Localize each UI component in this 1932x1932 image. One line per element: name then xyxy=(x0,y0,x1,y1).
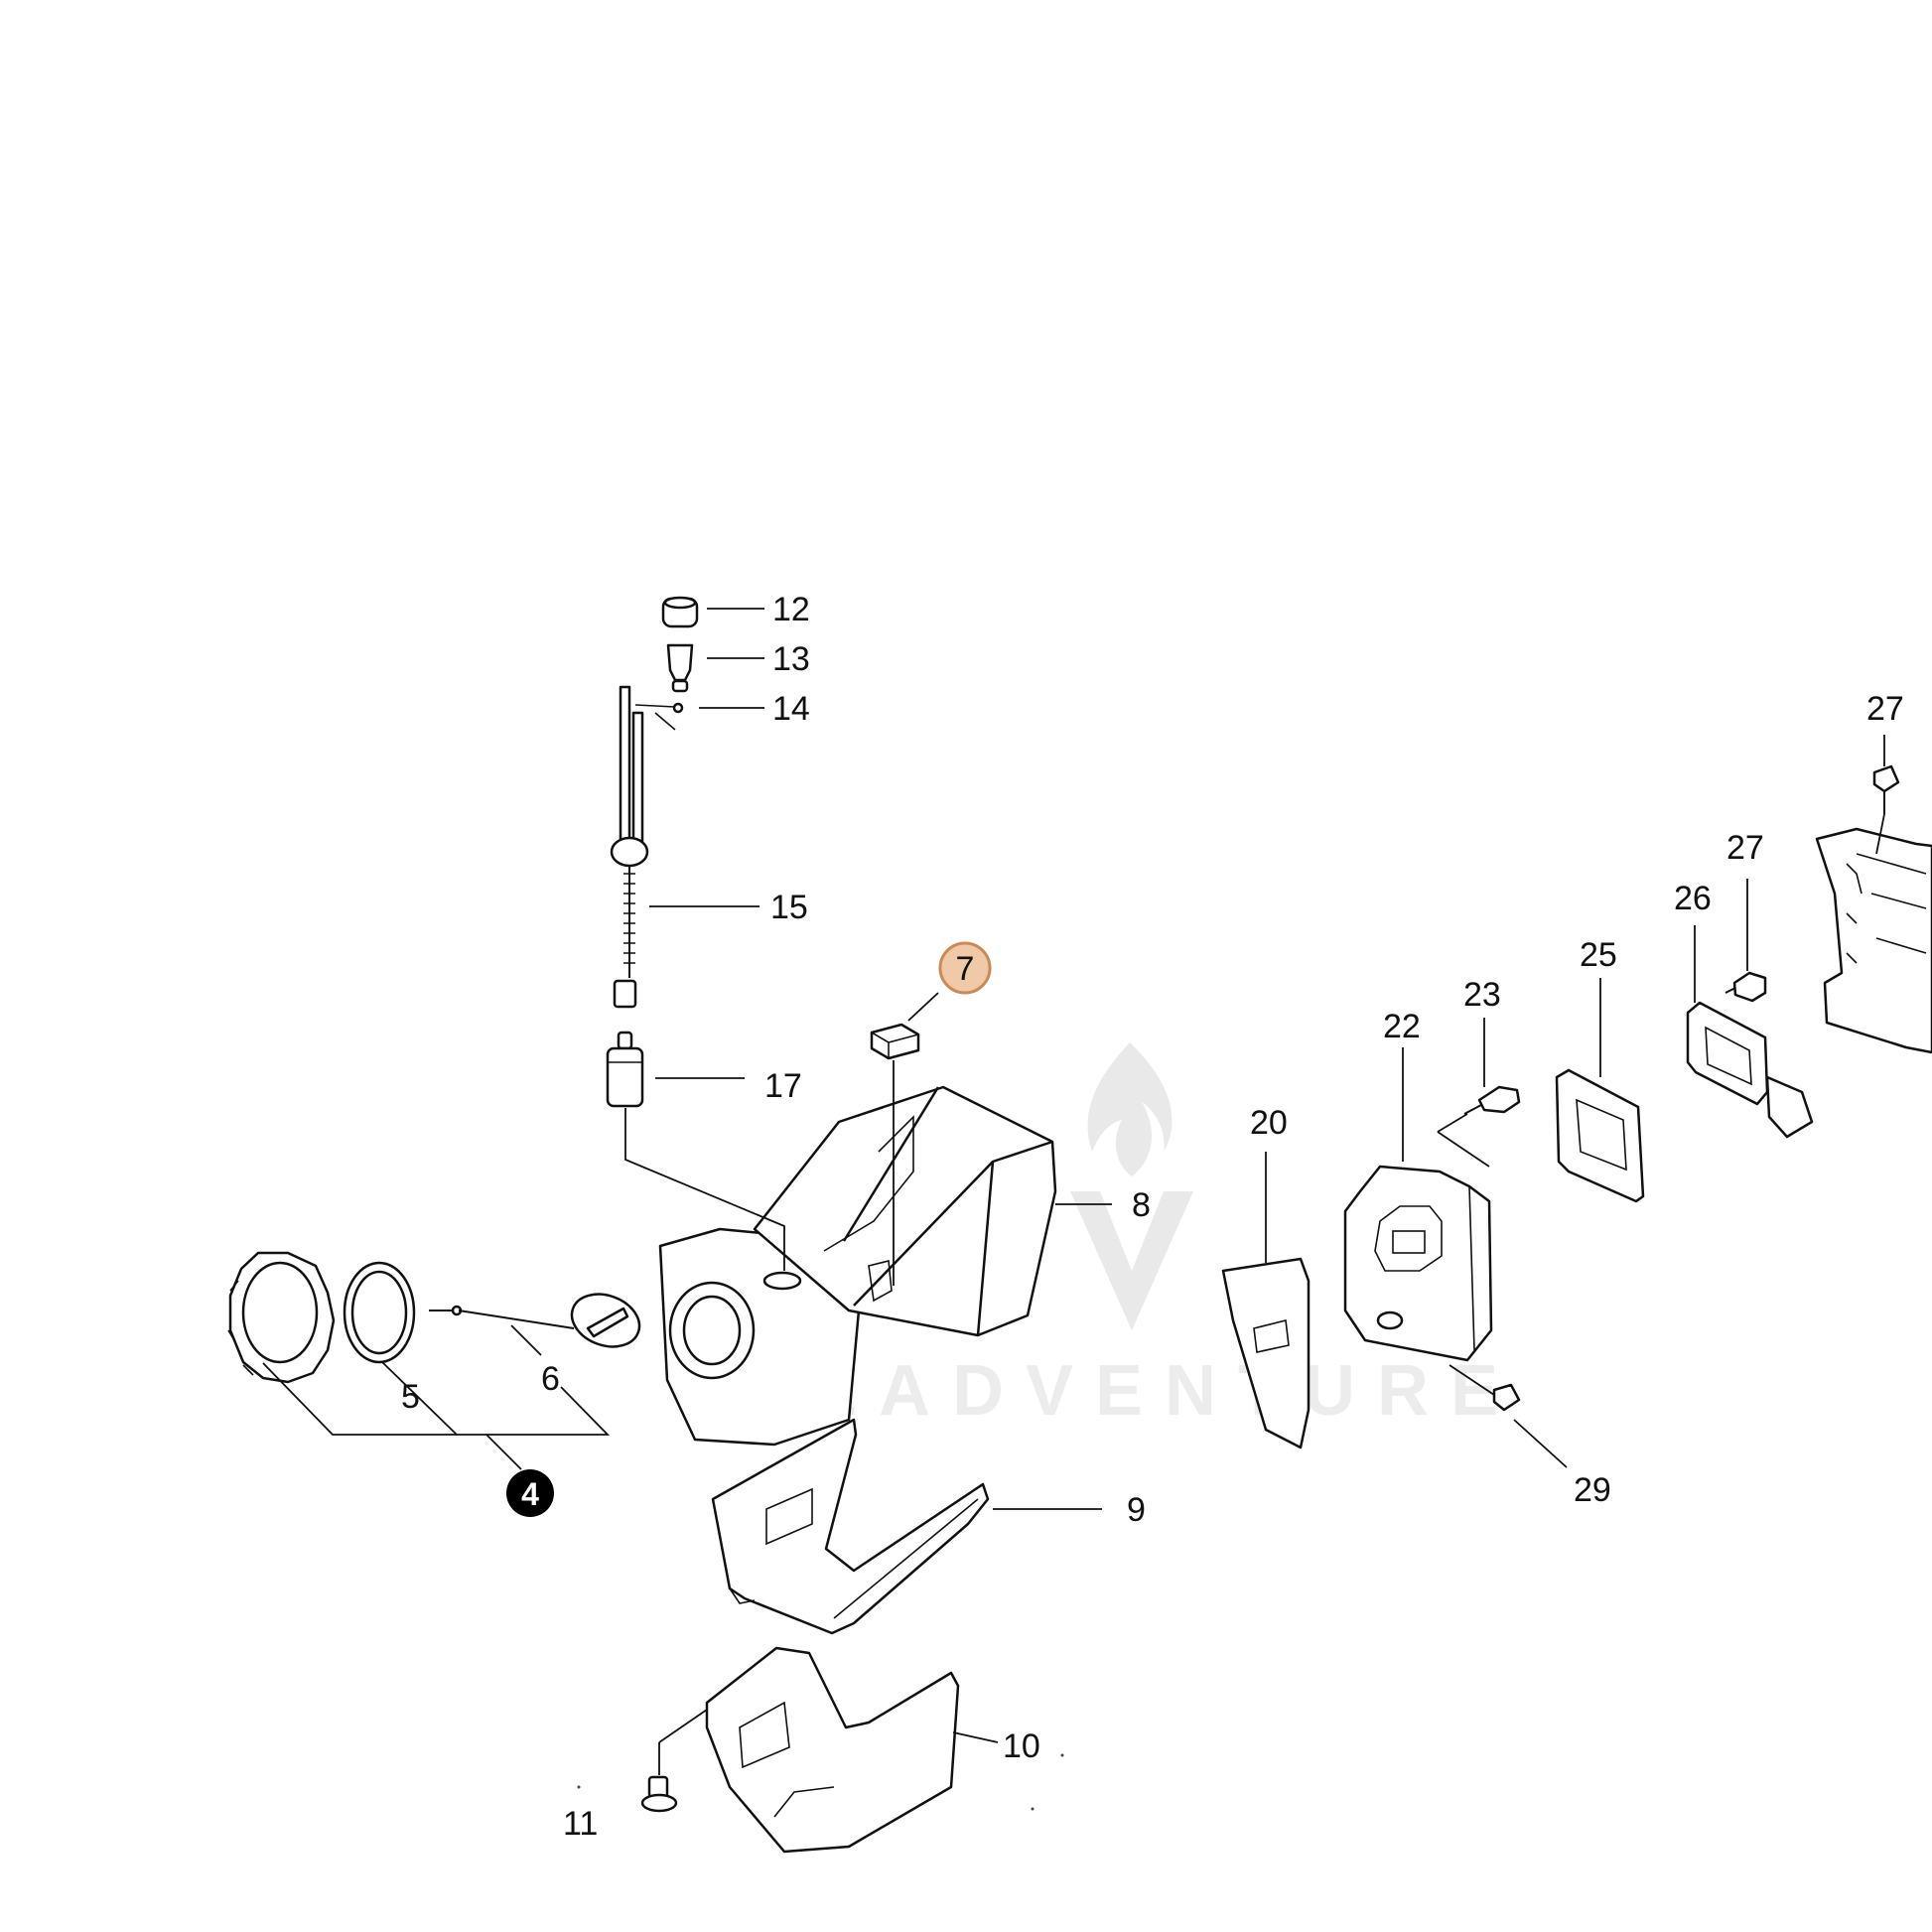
leader-4-stem xyxy=(485,1434,522,1470)
callout-7-highlight[interactable] xyxy=(938,941,992,995)
scan-dots xyxy=(577,1753,1064,1811)
callout-29: 29 xyxy=(1574,1471,1611,1509)
leader-29 xyxy=(1513,1419,1568,1468)
primer-cap-part xyxy=(661,596,699,628)
retainer-cord-part xyxy=(429,1293,641,1348)
leader-6 xyxy=(510,1324,542,1356)
grommet-part xyxy=(870,1023,920,1286)
leader-27a-to-cover xyxy=(1875,813,1885,855)
primer-valve-part xyxy=(634,702,684,731)
primer-bulb-part xyxy=(666,643,694,693)
leader-10 xyxy=(952,1731,999,1743)
callout-27a: 27 xyxy=(1866,690,1904,728)
callout-4-badge[interactable] xyxy=(506,1469,554,1517)
callout-17: 17 xyxy=(764,1067,802,1105)
muffler-gasket-part xyxy=(1221,1257,1311,1449)
callout-27b: 27 xyxy=(1726,829,1764,867)
callout-26: 26 xyxy=(1674,880,1712,917)
callout-6: 6 xyxy=(541,1360,560,1398)
fuel-filter-part xyxy=(606,1031,644,1108)
muffler-part xyxy=(1343,1165,1493,1362)
bolt-27b-part xyxy=(1725,971,1767,1003)
fuel-line-part xyxy=(610,685,649,1009)
callout-4: 4 xyxy=(521,1476,539,1512)
watermark-flame-icon xyxy=(1087,1042,1173,1176)
callout-8: 8 xyxy=(1132,1186,1151,1224)
leader-17-to-tank xyxy=(624,1108,785,1271)
exhaust-bracket-part xyxy=(1686,1001,1814,1139)
bolt-23-part xyxy=(1437,1085,1521,1168)
callout-14: 14 xyxy=(772,690,810,728)
watermark: LEADVENTURE xyxy=(744,1042,1520,1431)
leader-7 xyxy=(907,992,939,1022)
bottom-guard-part xyxy=(705,1646,960,1854)
callout-10: 10 xyxy=(1003,1727,1040,1765)
fuel-tank-part xyxy=(658,1085,1057,1447)
callout-11: 11 xyxy=(563,1805,598,1843)
screw-11-part xyxy=(640,1709,708,1813)
leader-5 xyxy=(381,1361,458,1436)
callout-20: 20 xyxy=(1250,1104,1288,1142)
callout-7: 7 xyxy=(956,950,975,988)
watermark-v-icon xyxy=(1070,1191,1193,1330)
exhaust-cover-part xyxy=(1815,827,1932,1054)
tank-cap-part xyxy=(227,1251,336,1384)
callout-23: 23 xyxy=(1463,976,1501,1014)
watermark-text: LEADVENTURE xyxy=(744,1351,1520,1431)
callout-labels: 12 13 14 15 17 8 9 10 11 5 6 20 22 23 25… xyxy=(401,591,1904,1843)
callout-12: 12 xyxy=(772,591,810,628)
callout-22: 22 xyxy=(1383,1008,1421,1045)
callout-5: 5 xyxy=(401,1378,420,1416)
callout-15: 15 xyxy=(770,889,808,926)
cap-gasket-part xyxy=(343,1261,416,1364)
callout-9: 9 xyxy=(1127,1491,1146,1529)
callout-13: 13 xyxy=(772,640,810,678)
leader-lines xyxy=(262,608,1885,1743)
tank-cover-part xyxy=(711,1418,990,1635)
exhaust-gasket-part xyxy=(1555,1068,1645,1203)
callout-25: 25 xyxy=(1580,936,1617,974)
bolt-27a-part xyxy=(1872,764,1900,814)
leader-4-bracket xyxy=(262,1362,611,1436)
bolt-29-part xyxy=(1449,1364,1521,1412)
